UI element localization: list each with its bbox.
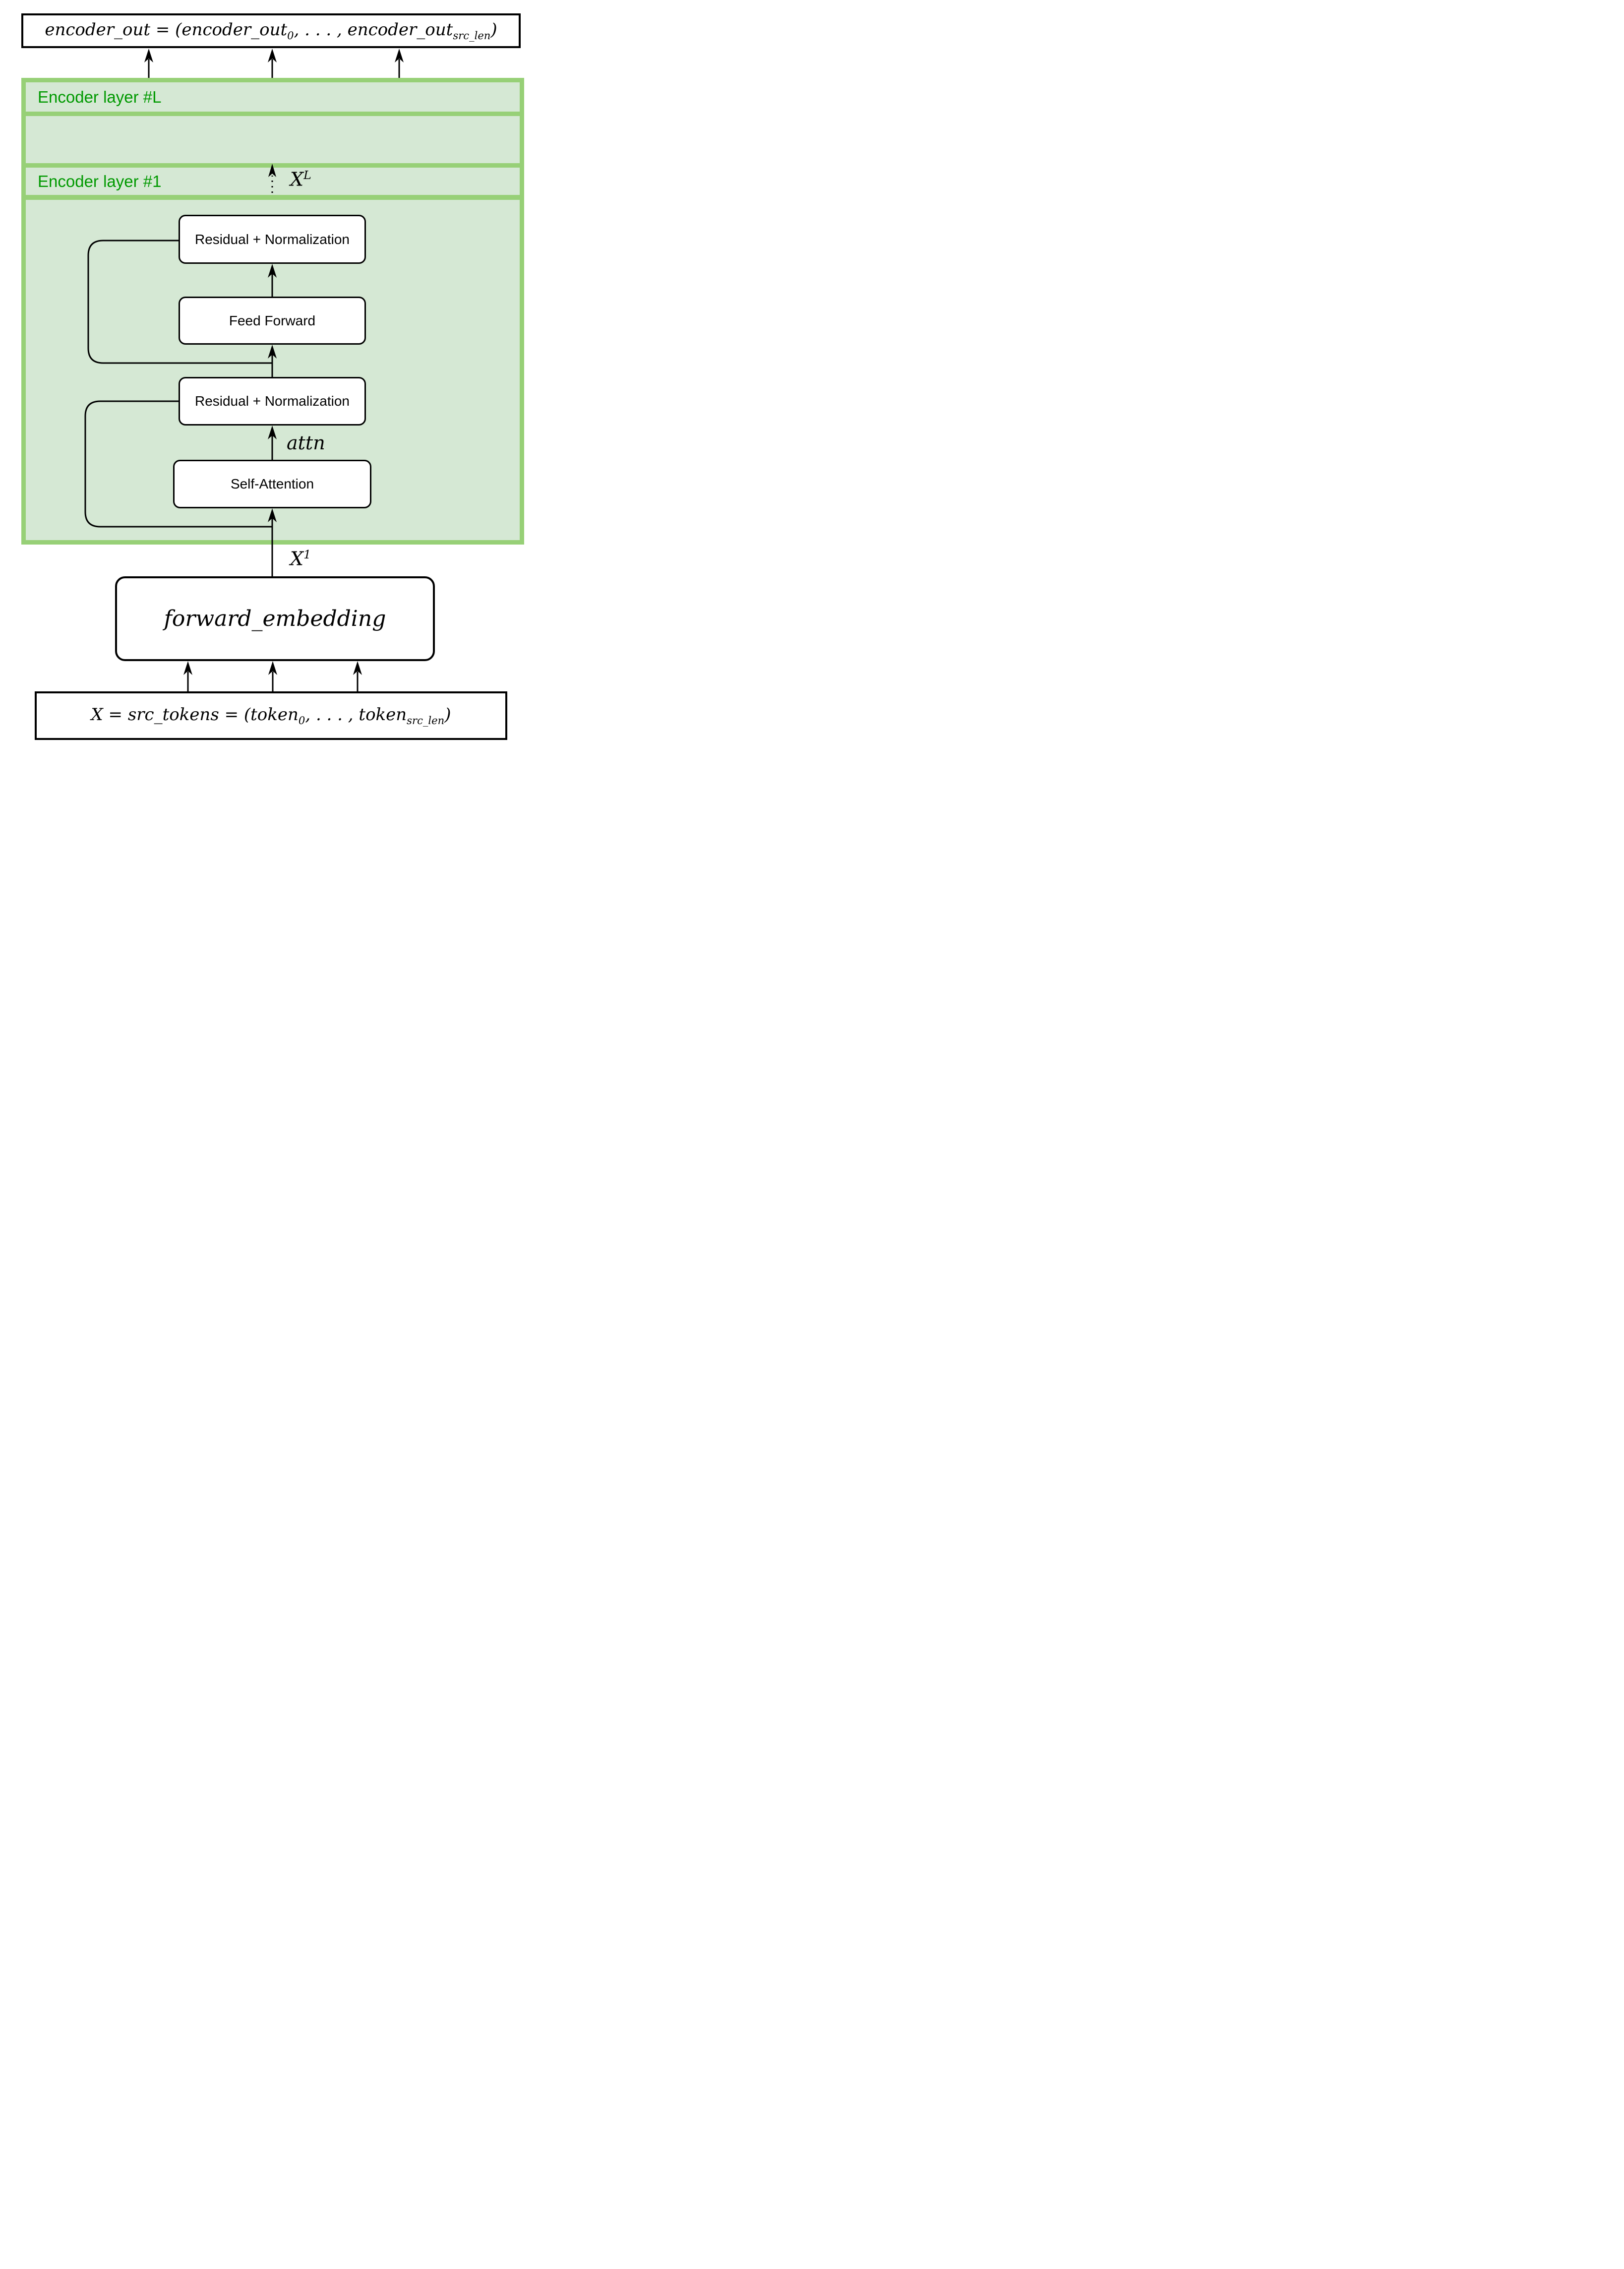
encoder-out-box: encoder_out = (encoder_out0, . . . , enc… <box>21 13 521 48</box>
token-arrow-center-head <box>268 661 277 675</box>
output-arrow-left-head <box>144 49 153 62</box>
output-arrow-right-head <box>395 49 404 62</box>
diagram-connections <box>84 49 404 691</box>
ff-to-rn1-head <box>268 264 277 278</box>
src-tokens-box: X = src_tokens = (token0, . . . , tokens… <box>35 691 507 740</box>
x1-input-head <box>268 508 277 522</box>
residual-skip-lower <box>84 400 272 528</box>
encoder-architecture-diagram: encoder_out = (encoder_out0, . . . , enc… <box>0 0 541 756</box>
collapsed-layers-strip <box>26 116 520 163</box>
rn2-to-ff-head <box>268 345 277 359</box>
forward-embedding-block: forward_embedding <box>115 576 435 661</box>
feed-forward-block: Feed Forward <box>179 297 366 345</box>
xl-label: XL <box>290 168 311 190</box>
self-attention-block: Self-Attention <box>173 460 371 508</box>
residual-skip-upper <box>87 240 272 364</box>
x1-label: X1 <box>290 547 311 570</box>
encoder-layer-1-label: Encoder layer #1 <box>38 172 162 190</box>
attn-arrow-head <box>268 426 277 439</box>
encoder-layer-L-label: Encoder layer #L <box>38 87 162 106</box>
forward-embedding-label: forward_embedding <box>164 606 386 631</box>
output-arrow-center-head <box>268 49 277 62</box>
xl-dashed-arrow-head <box>268 164 276 177</box>
token-arrow-right-head <box>353 661 362 675</box>
residual-norm-bottom-block: Residual + Normalization <box>179 377 366 426</box>
token-arrow-left-head <box>183 661 192 675</box>
encoder-out-formula: encoder_out = (encoder_out0, . . . , enc… <box>45 20 497 42</box>
encoder-layer-L-strip <box>26 82 520 112</box>
residual-norm-top-block: Residual + Normalization <box>179 215 366 264</box>
attn-label: attn <box>287 432 325 454</box>
src-tokens-formula: X = src_tokens = (token0, . . . , tokens… <box>91 705 451 727</box>
